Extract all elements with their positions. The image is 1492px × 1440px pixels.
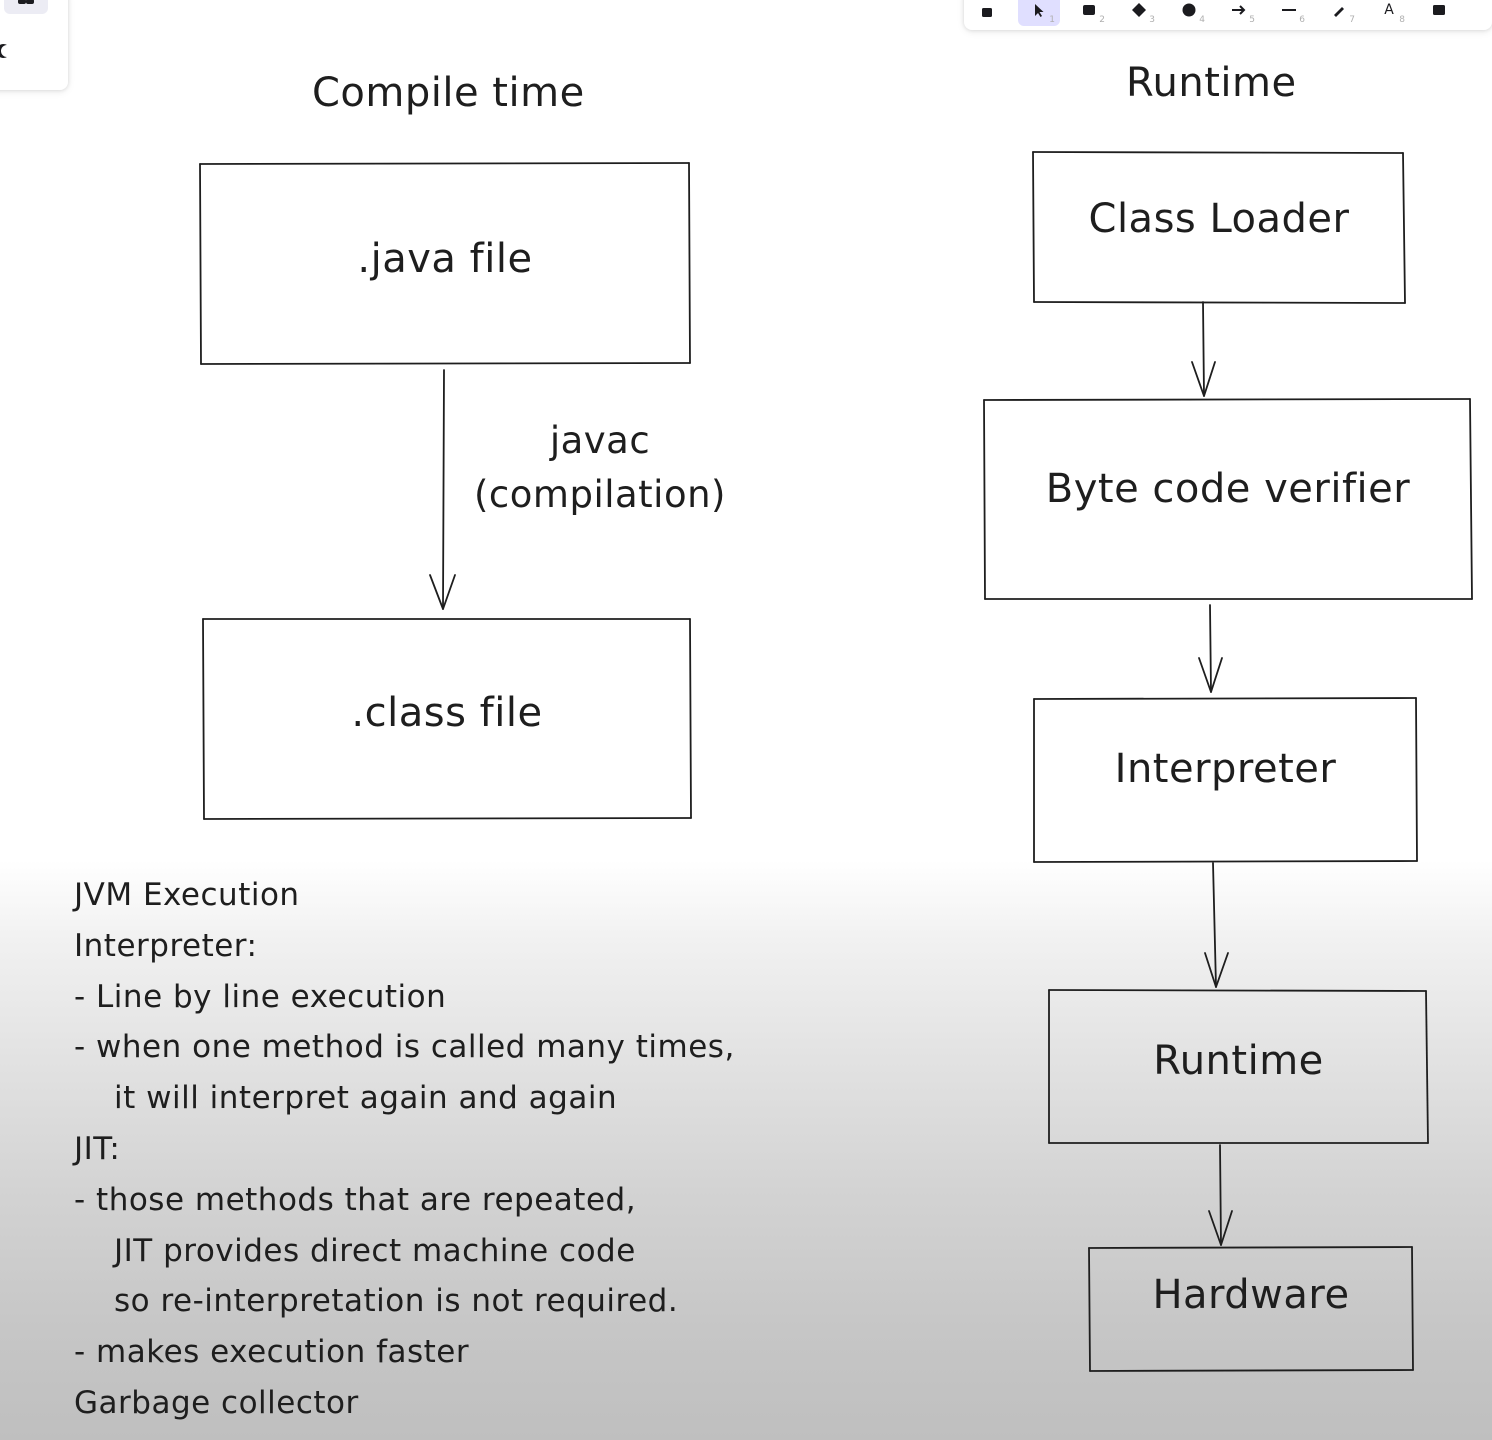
shapes-toolbar: 1 2 3 4 5 6 7 A 8: [964, 0, 1492, 30]
class-loader-box[interactable]: [1032, 151, 1406, 304]
theme-toggle-button[interactable]: [0, 36, 18, 66]
hardware-box[interactable]: [1088, 1246, 1414, 1372]
compile-edge-label[interactable]: javac (compilation): [450, 414, 750, 522]
java-file-box[interactable]: [199, 162, 691, 365]
notes-line: Interpreter:: [74, 927, 258, 964]
notes-line: JIT provides direct machine code: [114, 1232, 636, 1269]
jvm-notes-text[interactable]: JVM Execution Interpreter: - Line by lin…: [74, 870, 735, 1429]
diamond-icon: [1132, 3, 1146, 17]
tool-diamond[interactable]: 3: [1118, 0, 1160, 26]
hardware-label: Hardware: [1152, 1272, 1350, 1318]
notes-line: so re-interpretation is not required.: [114, 1283, 679, 1320]
arrow-classloader-verifier[interactable]: [1191, 301, 1216, 397]
notes-line: Garbage collector: [74, 1384, 359, 1421]
interpreter-label: Interpreter: [1114, 746, 1337, 792]
tool-lock[interactable]: [966, 0, 1008, 26]
class-file-label: .class file: [351, 690, 543, 736]
notes-line: - when one method is called many times,: [74, 1029, 735, 1066]
compile-time-heading[interactable]: Compile time: [312, 70, 585, 116]
tool-ellipse[interactable]: 4: [1168, 0, 1210, 26]
tool-rectangle[interactable]: 2: [1068, 0, 1110, 26]
arrow-verifier-interpreter[interactable]: [1198, 604, 1223, 693]
class-loader-label: Class Loader: [1088, 196, 1350, 242]
notes-line: it will interpret again and again: [114, 1080, 618, 1117]
ellipse-icon: [1182, 3, 1196, 17]
bytecode-verifier-label: Byte code verifier: [1045, 466, 1411, 512]
arrow-interpreter-runtime[interactable]: [1204, 862, 1229, 988]
notes-line: - makes execution faster: [74, 1334, 470, 1371]
tool-line[interactable]: 6: [1268, 0, 1310, 26]
notes-line: - Line by line execution: [74, 978, 447, 1015]
tool-image[interactable]: [1418, 0, 1460, 26]
compile-arrow[interactable]: [429, 369, 456, 610]
line-icon: [1282, 9, 1296, 11]
image-icon: [1433, 5, 1445, 15]
pencil-icon: [1334, 7, 1344, 17]
tool-selection[interactable]: 1: [1018, 0, 1060, 26]
tool-text[interactable]: A 8: [1384, 2, 1405, 25]
library-button[interactable]: [4, 0, 48, 14]
notes-line: - those methods that are repeated,: [74, 1181, 637, 1218]
library-icon: [18, 0, 34, 4]
arrow-runtime-hardware[interactable]: [1208, 1144, 1233, 1246]
text-icon: A: [1384, 2, 1394, 18]
notes-line: JIT:: [74, 1130, 121, 1167]
side-panel: [0, 0, 68, 90]
class-file-box[interactable]: [202, 618, 692, 820]
rectangle-icon: [1083, 5, 1095, 15]
compile-edge-label-line: (compilation): [474, 473, 726, 516]
lock-icon: [982, 8, 992, 17]
tool-arrow[interactable]: 5: [1218, 0, 1260, 26]
runtime-label: Runtime: [1153, 1038, 1324, 1084]
bytecode-verifier-box[interactable]: [983, 398, 1473, 600]
java-file-label: .java file: [357, 236, 533, 282]
notes-line: JVM Execution: [74, 877, 300, 913]
arrow-icon: [1232, 5, 1246, 15]
runtime-heading[interactable]: Runtime: [1126, 60, 1297, 106]
compile-edge-label-line: javac: [549, 419, 651, 462]
moon-icon: [0, 44, 7, 58]
runtime-box[interactable]: [1048, 989, 1429, 1144]
pointer-icon: [1035, 4, 1044, 17]
interpreter-box[interactable]: [1033, 697, 1418, 863]
tool-draw[interactable]: 7: [1318, 0, 1360, 26]
